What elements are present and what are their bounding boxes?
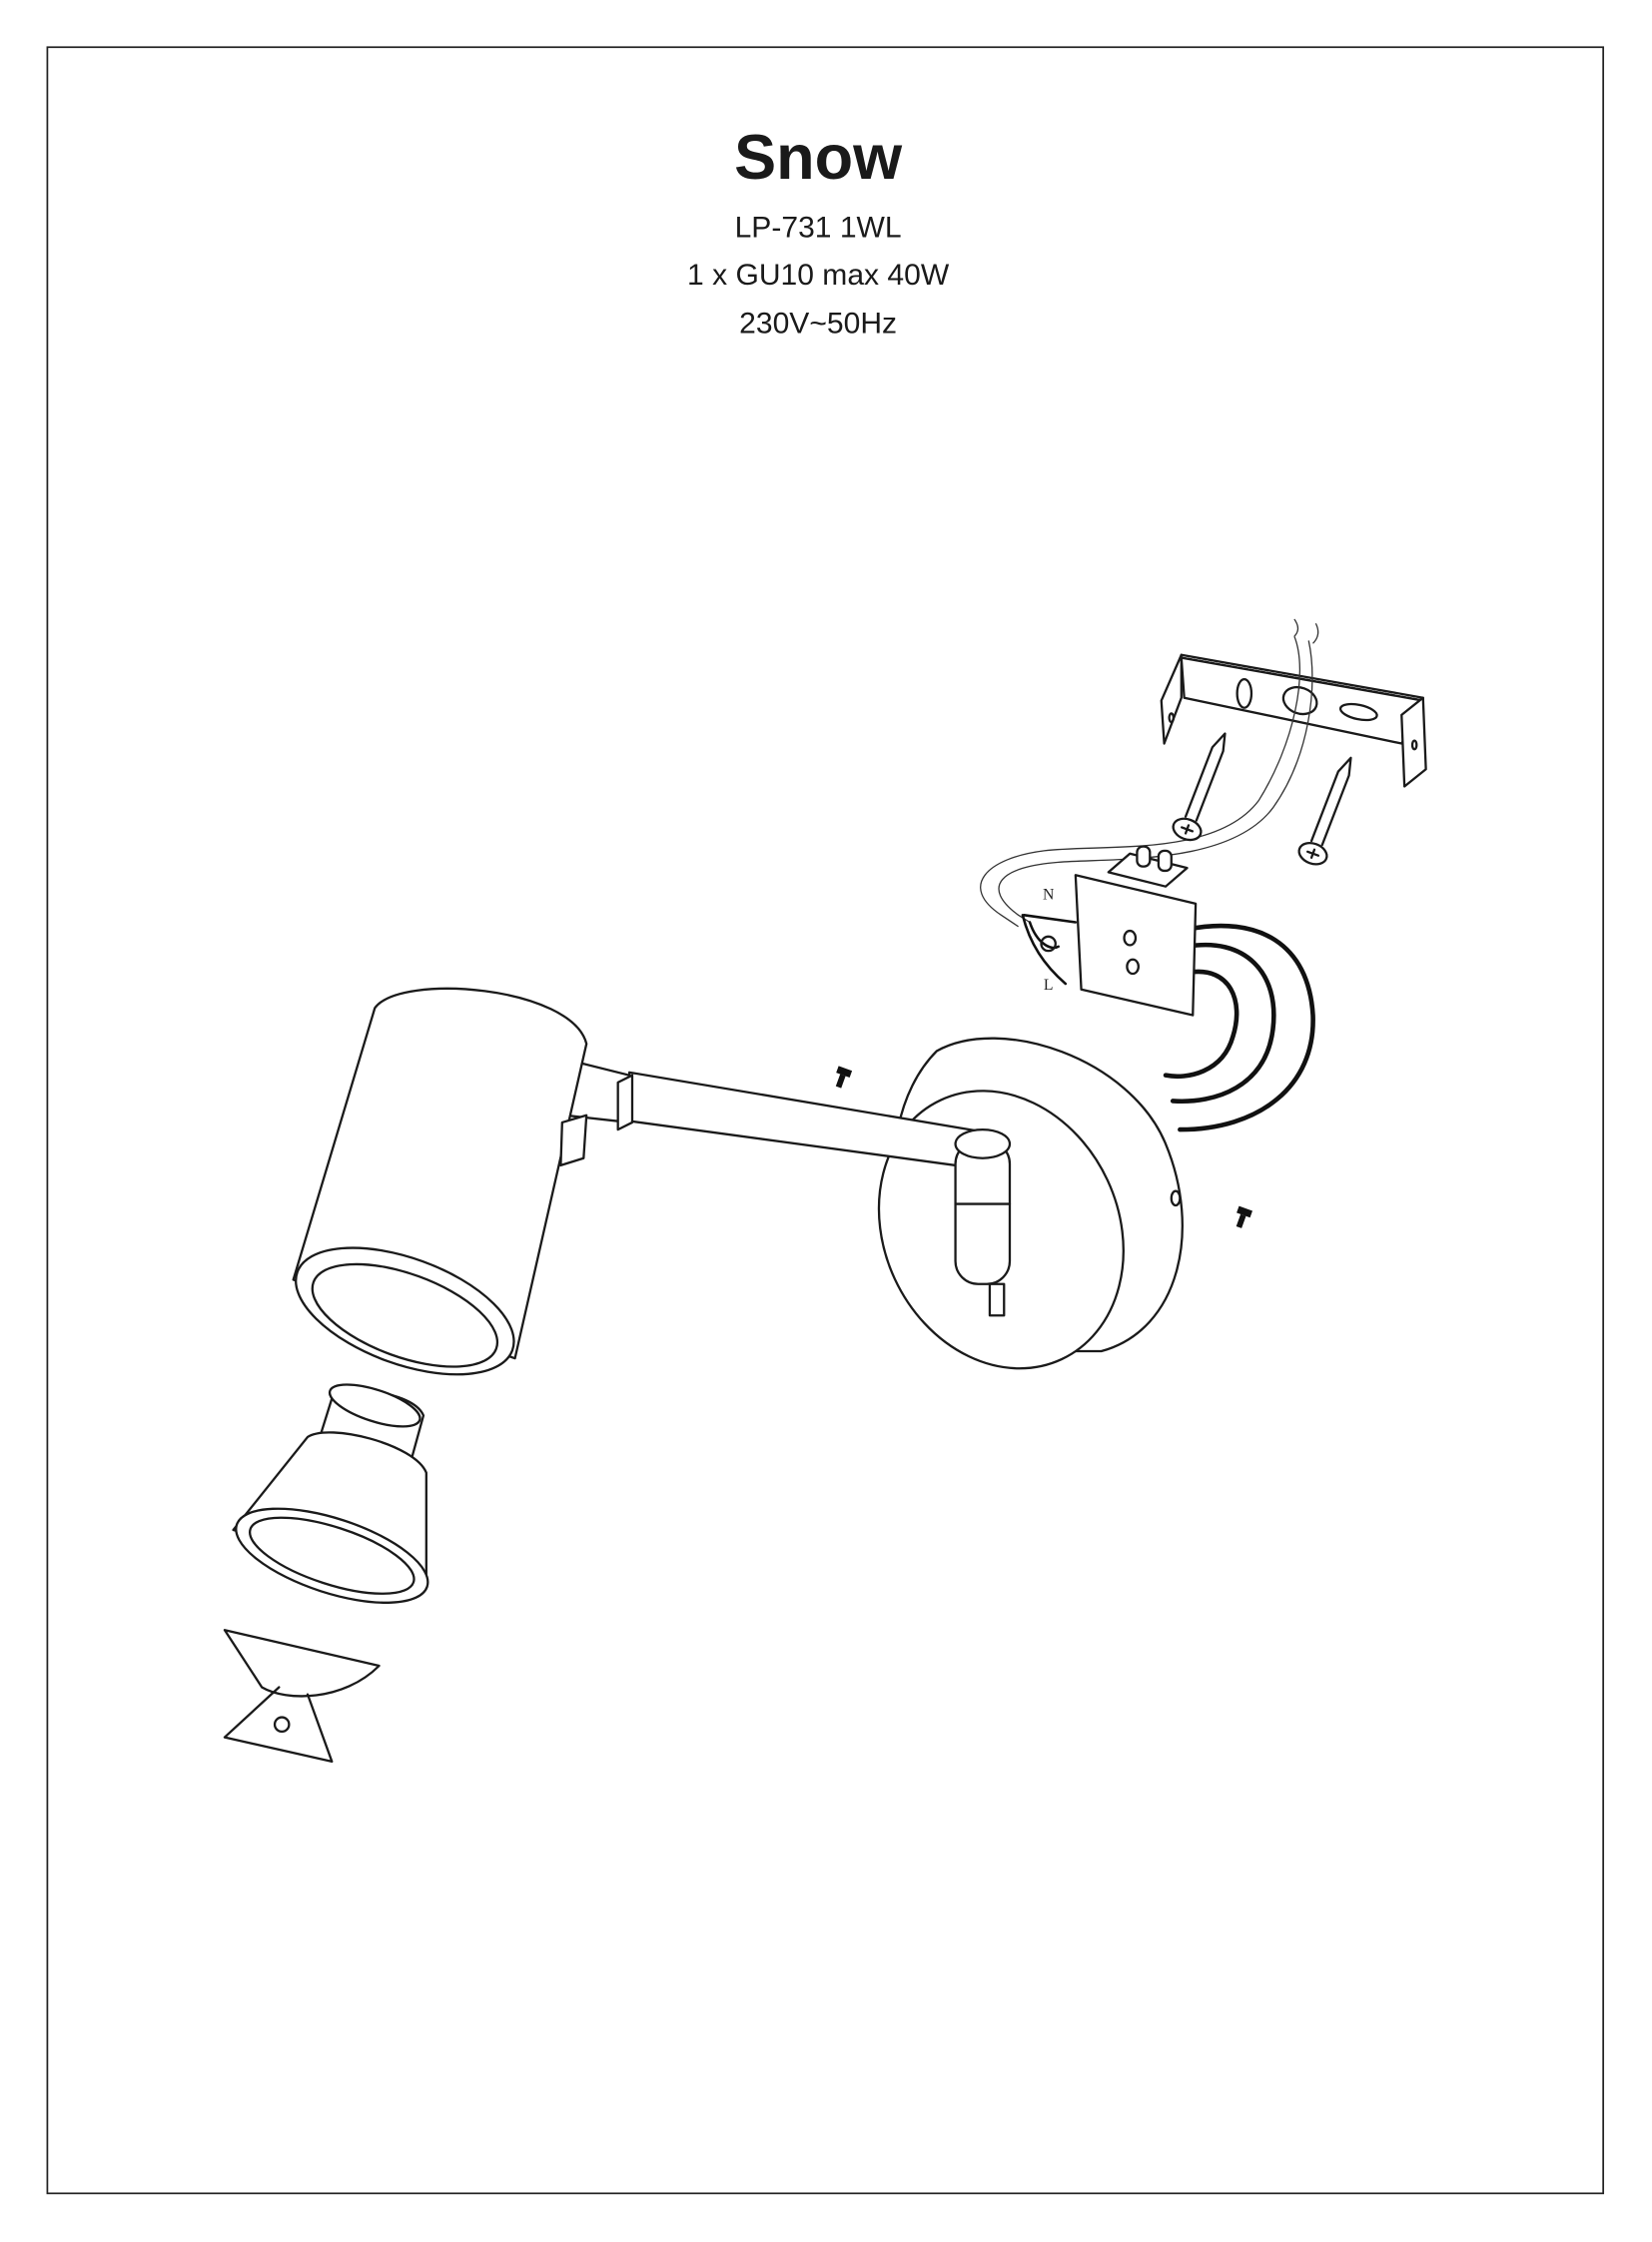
swing-arm [563,1060,1012,1317]
terminal-block: N L [1021,845,1198,1017]
neutral-label: N [1043,887,1054,904]
gu10-bulb [232,1383,429,1604]
voltage-spec: 230V~50Hz [739,308,897,341]
small-screw [835,1066,853,1089]
wall-screw [1172,732,1227,842]
live-label: L [1044,977,1054,994]
model-number: LP-731 1WL [735,212,902,245]
page-border [46,46,1605,2195]
small-screw [1236,1205,1252,1228]
bulb-retaining-clip [223,1629,381,1764]
lamp-head [292,987,588,1376]
earth-icon [1040,935,1057,953]
wall-screw [1297,756,1352,866]
product-title: Snow [734,123,903,193]
bulb-spec: 1 x GU10 max 40W [687,259,950,292]
mains-cable [980,618,1319,928]
internal-wires [1163,923,1315,1132]
mounting-bracket [1160,653,1427,788]
